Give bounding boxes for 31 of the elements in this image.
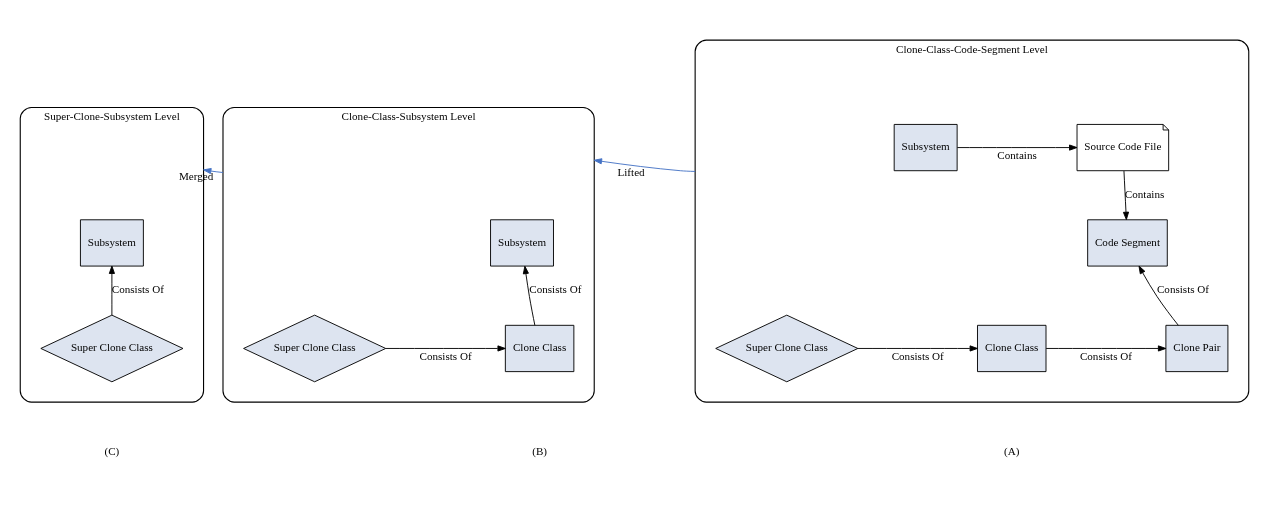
node-diamond: Super Clone Class [243,314,387,383]
edge-label: Consists Of [1079,350,1132,363]
edge-label: Consists Of [1156,283,1210,296]
edge-label: Consists Of [891,350,944,363]
edge-label: Consists Of [419,350,472,363]
arrow [956,144,1078,151]
node-diamond: Super Clone Class [715,314,859,383]
edge-label: Consists Of [111,283,164,296]
arrow [385,345,506,352]
edge-label: Contains [1124,188,1165,201]
node-box: Subsystem [490,219,554,267]
node-box: Clone Pair [1165,324,1229,373]
arrow [1138,265,1179,326]
label: (C) [104,445,120,458]
arrow [108,265,115,316]
node-box: Code Segment [1087,219,1168,267]
label: (A) [1004,445,1020,458]
edge-label: Consists Of [529,283,582,296]
arrow [857,345,978,352]
node-diamond: Super Clone Class [40,314,184,383]
arrow [1045,345,1167,352]
node-box: Clone Class [504,324,575,373]
edge-label: Contains [997,149,1037,162]
arrow [1122,170,1130,221]
node-box: Clone Class [977,324,1047,373]
label: (B) [532,445,548,458]
edge-label: Lifted [617,165,645,178]
node-box: Subsystem [79,219,144,267]
node-box: Subsystem [893,123,958,172]
arrow [593,158,696,172]
arrow [522,265,536,326]
